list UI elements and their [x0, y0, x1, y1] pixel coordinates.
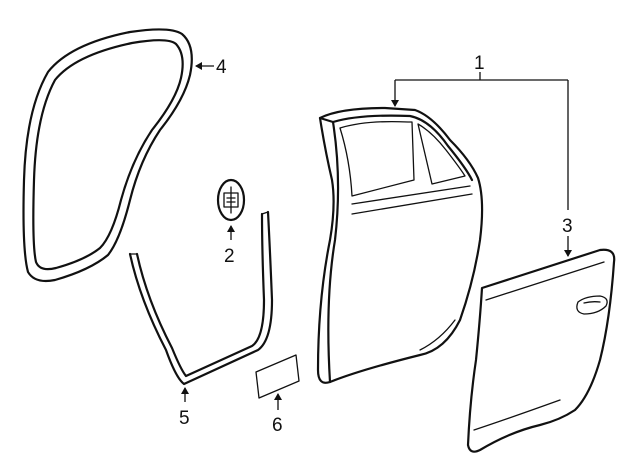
callout-6: 6: [272, 415, 283, 436]
callout-1: 1: [474, 53, 485, 74]
callout-3: 3: [562, 216, 573, 237]
body-weatherstrip: [22, 28, 193, 283]
callout-2: 2: [224, 246, 235, 267]
door-shell: [316, 106, 484, 384]
outer-door-panel: [466, 248, 616, 453]
callout-5: 5: [179, 408, 190, 429]
leader-lines: [181, 62, 572, 410]
lower-weatherstrip: [128, 210, 274, 386]
handle-bracket: [216, 178, 246, 222]
callout-4: 4: [216, 57, 227, 78]
applique-pad: [255, 354, 300, 399]
